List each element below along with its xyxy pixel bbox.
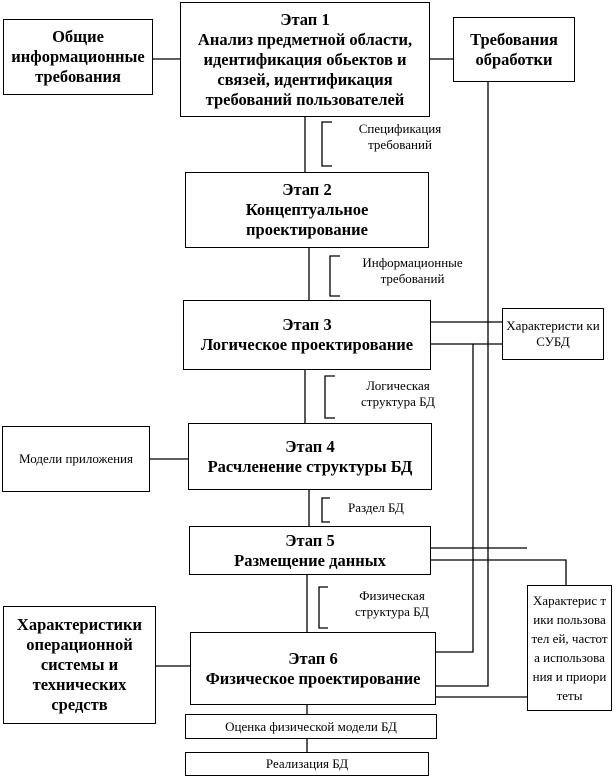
processing-req-text: Требования обработки [470,29,558,69]
evaluation-text: Оценка физической модели БД [225,718,397,734]
evaluation-box: Оценка физической модели БД [185,714,437,739]
stage-6-text: Физическое проектирование [205,668,421,688]
bracket-logical [324,375,335,419]
transition-label-physical: Физическая структура БД [355,588,429,619]
stage-2-title: Этап 2 [282,180,332,199]
transition-label-spec: Спецификация требований [358,121,442,152]
stage-1-box: Этап 1 Анализ предметной области, иденти… [180,2,430,117]
stage-1-text: Анализ предметной области, идентификация… [197,29,413,109]
app-models-box: Модели приложения [2,426,150,492]
stage-5-box: Этап 5 Размещение данных [189,526,431,575]
os-chars-text: Характеристики операционной системы и те… [16,615,143,714]
dbms-chars-box: Характеристи ки СУБД [502,308,604,360]
stage-6-box: Этап 6 Физическое проектирование [190,632,436,705]
connector-dbms-down [431,343,474,653]
stage-3-title: Этап 3 [282,315,332,334]
general-info-text: Общие информационные требования [11,27,145,86]
implementation-box: Реализация БД [185,752,429,776]
stage-1-title: Этап 1 [280,9,330,29]
stage-4-box: Этап 4 Расчленение структуры БД [188,423,432,490]
connector-users-up [431,559,567,585]
stage-2-box: Этап 2 Концептуальное проектирование [185,172,429,248]
user-chars-text: Характерис тики пользовател ей, частота … [531,593,608,703]
stage-5-text: Размещение данных [234,550,386,570]
os-chars-box: Характеристики операционной системы и те… [3,606,156,724]
stage-3-box: Этап 3 Логическое проектирование [183,300,431,370]
stage-6-title: Этап 6 [288,648,338,668]
bracket-spec [321,121,332,167]
transition-label-logical: Логическая структура БД [361,378,435,409]
bracket-info [329,255,340,297]
processing-req-box: Требования обработки [453,17,575,82]
dbms-chars-text: Характеристи ки СУБД [506,318,600,349]
bracket-partition [321,497,330,523]
stage-3-text: Логическое проектирование [200,335,414,354]
transition-label-partition: Раздел БД [348,500,404,515]
transition-label-info: Информационные требований [362,255,463,286]
stage-4-text: Расчленение структуры БД [207,456,413,476]
stage-4-title: Этап 4 [285,436,335,456]
connector-processing-down [436,82,489,687]
implementation-text: Реализация БД [265,756,349,771]
general-info-box: Общие информационные требования [3,19,153,95]
user-chars-box: Характерис тики пользовател ей, частота … [527,585,612,711]
bracket-physical [318,586,328,629]
app-models-text: Модели приложения [19,451,133,466]
stage-2-text: Концептуальное проектирование [245,200,369,239]
stage-5-title: Этап 5 [285,530,335,550]
